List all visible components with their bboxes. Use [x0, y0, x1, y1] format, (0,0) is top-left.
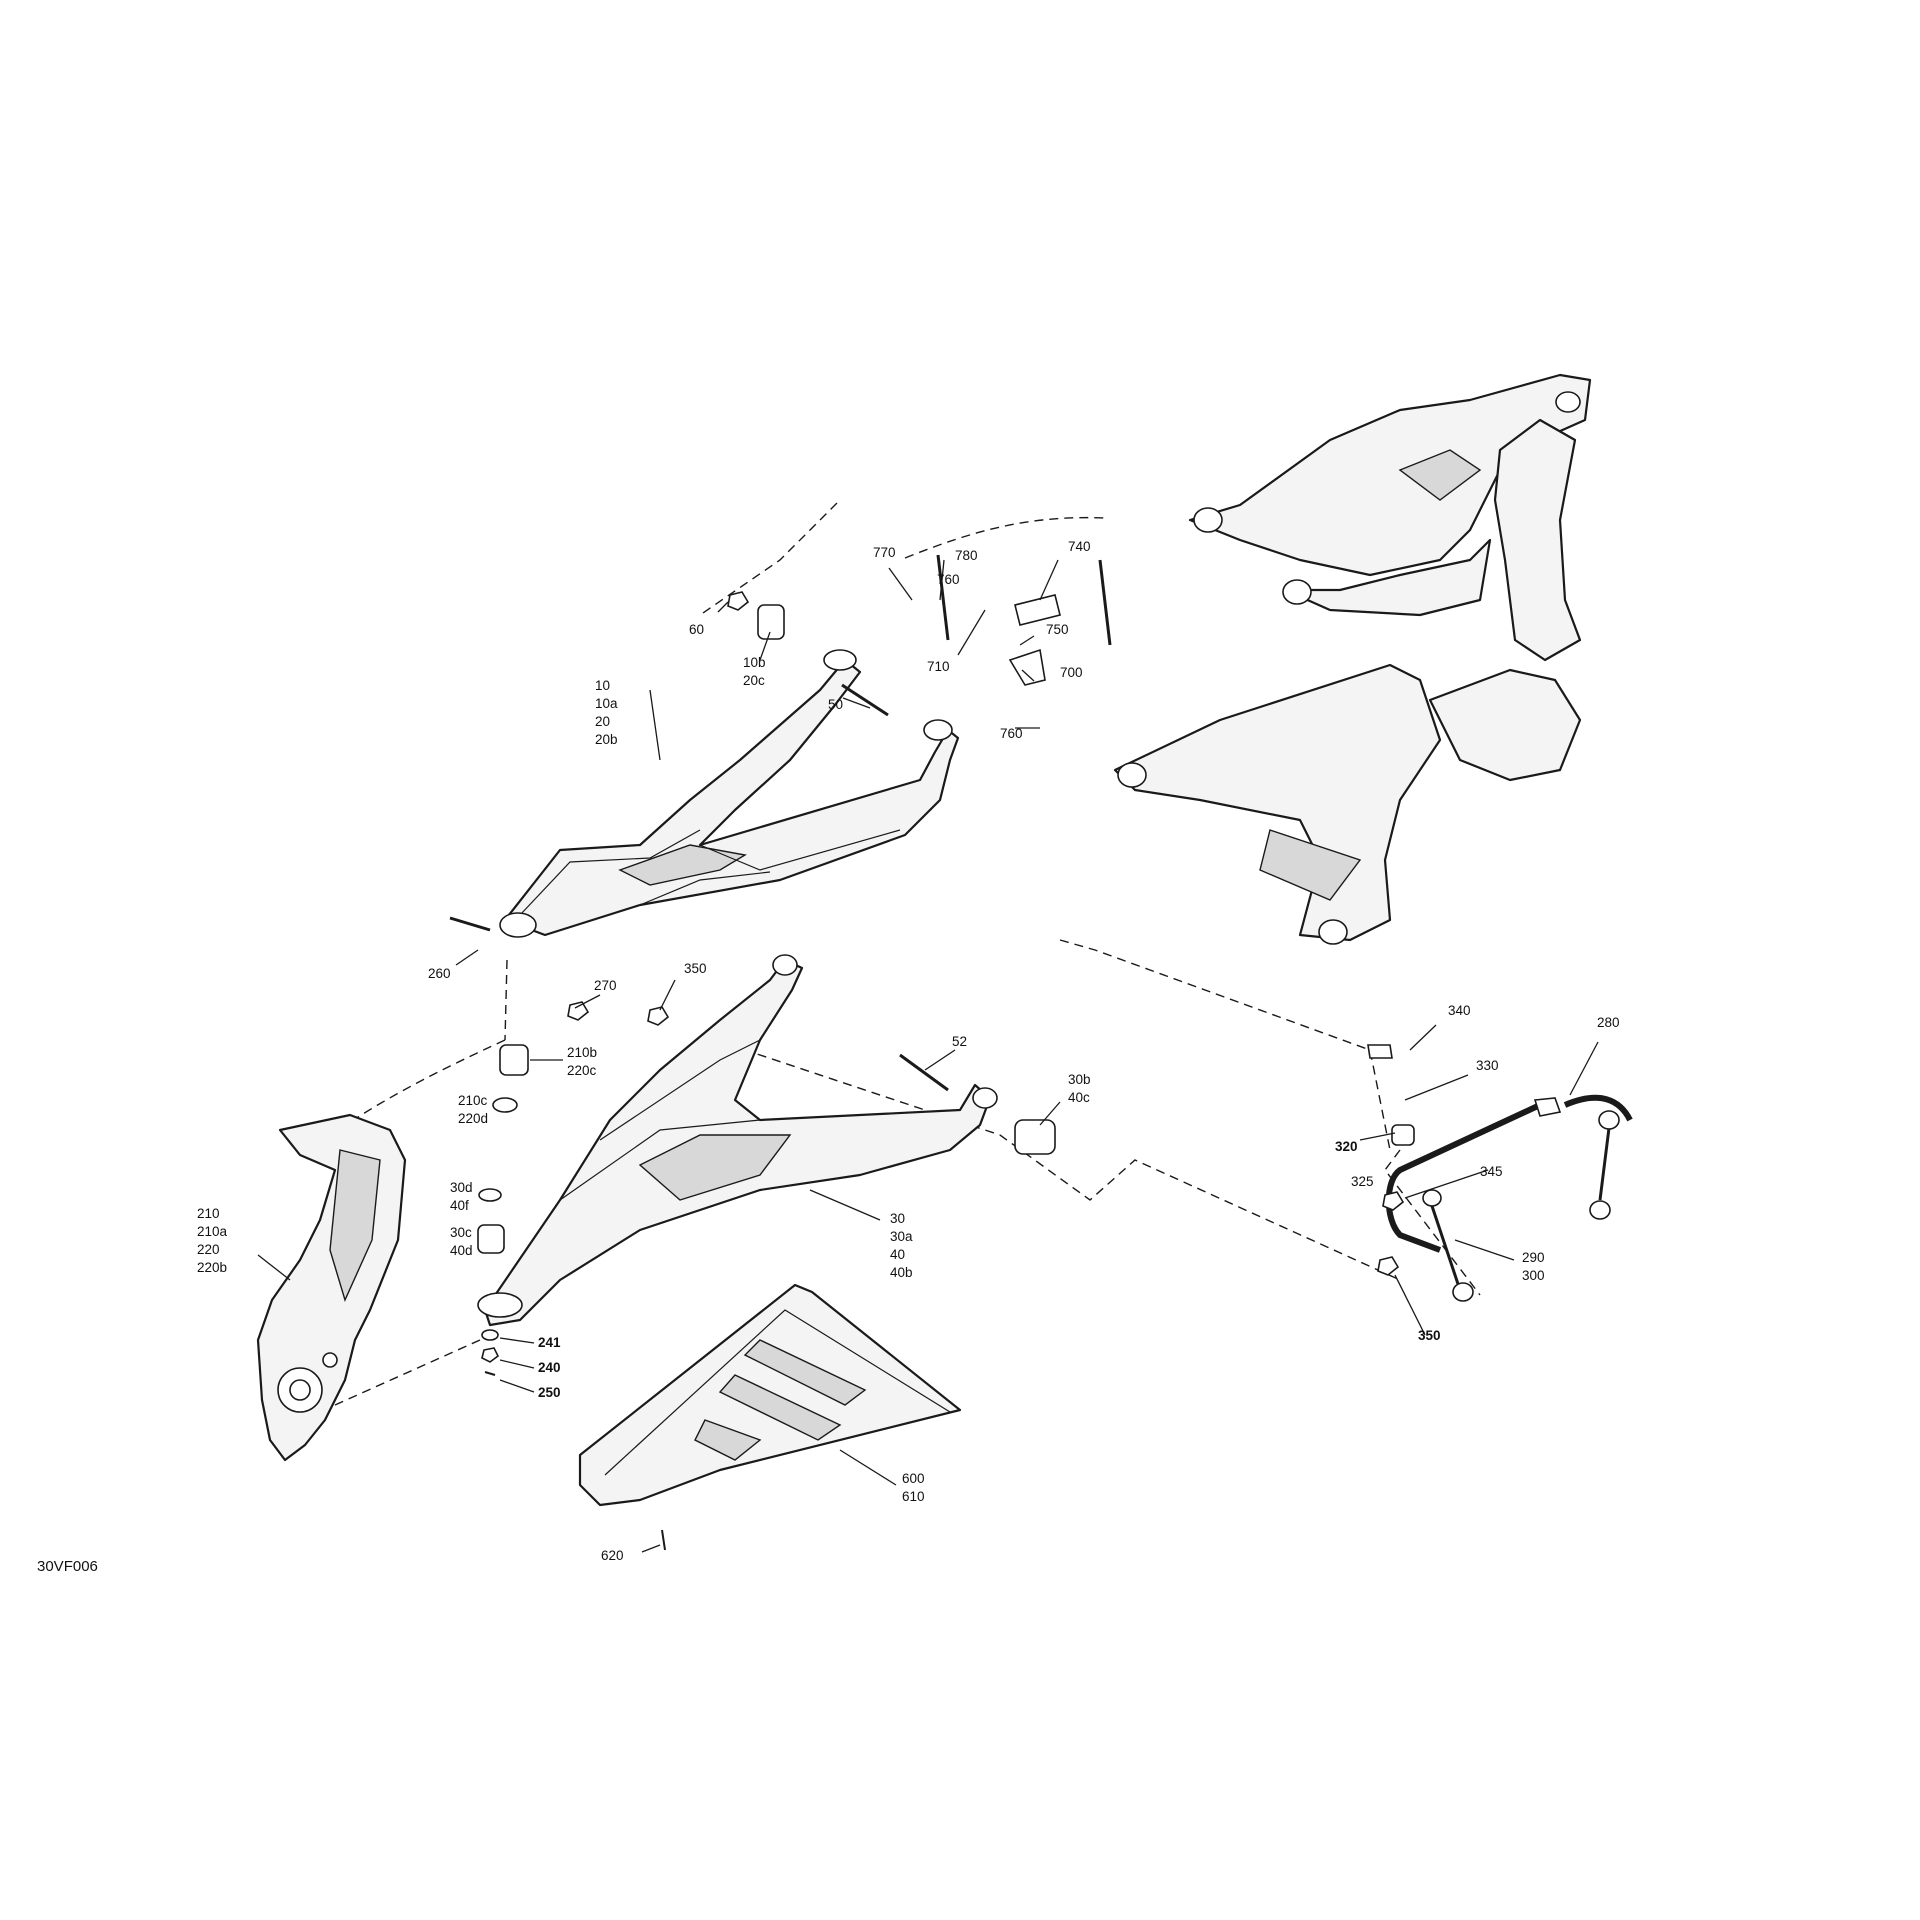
- callout-740: 740: [1068, 539, 1091, 554]
- callout-350-upper: 350: [684, 961, 707, 976]
- callout-620: 620: [601, 1548, 624, 1563]
- callout-241: 241: [538, 1335, 561, 1350]
- callout-210-group: 210 210a 220 220b: [197, 1206, 231, 1275]
- callout-labels: 770 780 760 740 750 710 700 760 60 10b 2…: [37, 539, 1620, 1575]
- nut-345: [1382, 1191, 1405, 1211]
- callout-600-610: 600 610: [902, 1471, 928, 1504]
- callout-50: 50: [828, 697, 843, 712]
- skid-plate: [578, 1283, 962, 1507]
- callout-290-300: 290 300: [1522, 1250, 1548, 1283]
- ring-210c: [492, 1097, 518, 1113]
- ring-30d: [478, 1188, 502, 1202]
- callout-325: 325: [1351, 1174, 1374, 1189]
- bracket-740: [1014, 594, 1061, 626]
- leader-lines: [257, 559, 1599, 1553]
- nut-60: [727, 591, 750, 611]
- nut-240: [481, 1347, 500, 1363]
- callout-320: 320: [1335, 1139, 1358, 1154]
- callout-30-group: 30 30a 40 40b: [890, 1211, 916, 1280]
- nut-270: [567, 1001, 590, 1021]
- bushing-10b: [757, 604, 785, 640]
- callout-345: 345: [1480, 1164, 1503, 1179]
- bracket-330: [1367, 1044, 1393, 1059]
- hardware-items: [449, 554, 1415, 1551]
- bushing-320: [1391, 1124, 1415, 1146]
- callout-710: 710: [927, 659, 950, 674]
- callout-240: 240: [538, 1360, 561, 1375]
- callout-330: 330: [1476, 1058, 1499, 1073]
- callout-30b-40c: 30b 40c: [1068, 1072, 1094, 1105]
- callout-52: 52: [952, 1034, 967, 1049]
- callout-30c-40d: 30c 40d: [450, 1225, 476, 1258]
- washer-241: [481, 1329, 499, 1341]
- ball-joint-210b: [499, 1044, 529, 1076]
- bushing-30b: [1014, 1119, 1056, 1155]
- lower-a-arm: [477, 954, 998, 1327]
- callout-350-lower: 350: [1418, 1328, 1441, 1343]
- callout-210b-220c: 210b 220c: [567, 1045, 601, 1078]
- callout-760-lower: 760: [1000, 726, 1023, 741]
- callout-780: 780: [955, 548, 978, 563]
- callout-700: 700: [1060, 665, 1083, 680]
- upper-a-arm: [499, 649, 960, 938]
- callout-750: 750: [1046, 622, 1069, 637]
- rear-suspension-assembly: [1113, 373, 1592, 945]
- callout-250: 250: [538, 1385, 561, 1400]
- nut-350: [647, 1006, 670, 1026]
- figure-code: 30VF006: [37, 1558, 98, 1575]
- callout-280: 280: [1597, 1015, 1620, 1030]
- callout-210c-220d: 210c 220d: [458, 1093, 491, 1126]
- callout-30d-40f: 30d 40f: [450, 1180, 476, 1213]
- ball-joint-30c: [477, 1224, 505, 1254]
- callout-770: 770: [873, 545, 896, 560]
- callout-340: 340: [1448, 1003, 1471, 1018]
- steering-knuckle: [256, 1113, 407, 1462]
- callout-10-group: 10 10a 20 20b: [595, 678, 621, 747]
- callout-270: 270: [594, 978, 617, 993]
- callout-760-upper: 760: [937, 572, 960, 587]
- sway-bar-assembly: [1385, 1094, 1633, 1302]
- callout-10b-20c: 10b 20c: [743, 655, 769, 688]
- plate-700: [1008, 648, 1046, 686]
- nut-350b: [1377, 1256, 1400, 1276]
- callout-60: 60: [689, 622, 704, 637]
- callout-260: 260: [428, 966, 451, 981]
